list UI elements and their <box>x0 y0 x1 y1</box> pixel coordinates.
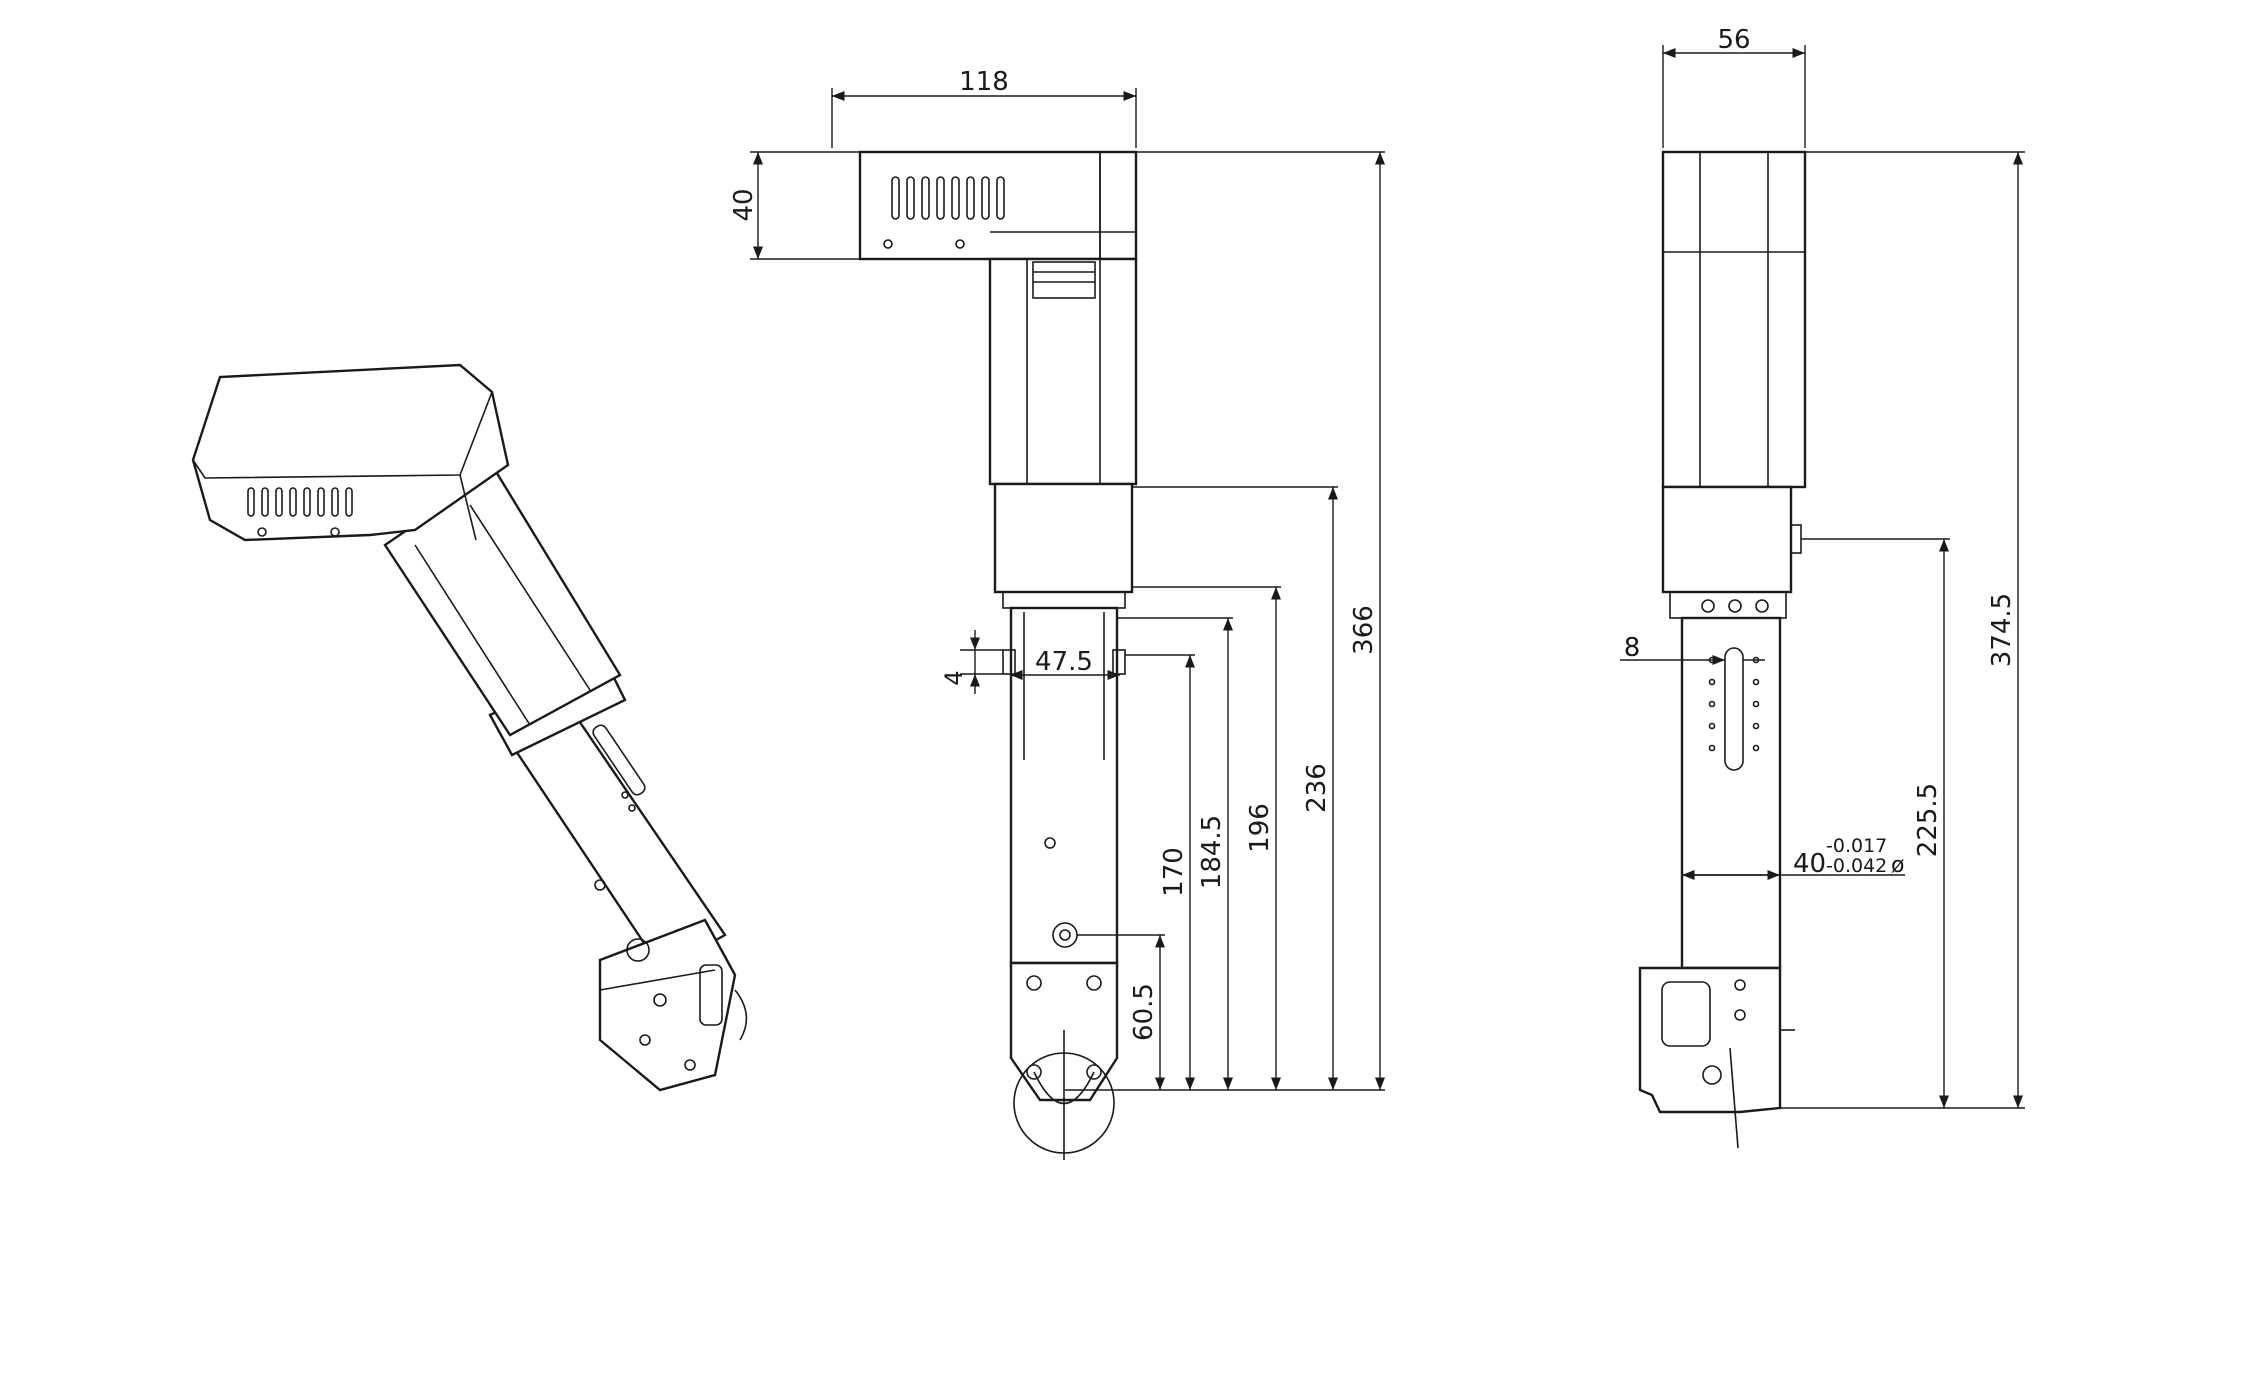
isometric-view <box>191 363 748 1092</box>
dim-diameter-tolerance: 40 -0.017 -0.042 ø <box>1793 835 1904 879</box>
dim-diameter-base: 40 <box>1793 849 1826 879</box>
dim-height-184-5: 184.5 <box>1197 815 1227 889</box>
front-housing <box>858 150 1138 261</box>
iso-vents <box>247 487 353 517</box>
dim-height-225-5: 225.5 <box>1913 783 1943 857</box>
dim-height-366: 366 <box>1349 605 1379 655</box>
dim-height-196: 196 <box>1245 803 1275 853</box>
front-gearbox <box>993 482 1134 594</box>
side-gearbox <box>1661 485 1793 594</box>
front-dimensions: 118 40 366 236 196 184.5 170 60.5 <box>729 67 1386 1091</box>
dim-height-236: 236 <box>1302 763 1332 813</box>
iso-head <box>598 918 737 1092</box>
side-view <box>1638 150 1820 1149</box>
dim-width-56: 56 <box>1717 25 1750 55</box>
front-motor <box>988 257 1138 486</box>
front-vents <box>891 176 1005 220</box>
dim-slot-8: 8 <box>1624 633 1641 663</box>
dim-height-374-5: 374.5 <box>1987 593 2017 667</box>
dim-height-60-5: 60.5 <box>1129 983 1159 1041</box>
front-tube <box>1009 606 1119 965</box>
iso-housing <box>191 363 510 542</box>
dim-width-47-5: 47.5 <box>1035 647 1093 677</box>
side-dimensions: 56 374.5 225.5 8 40 -0.017 -0.042 ø <box>1620 25 2025 1109</box>
dim-height-170: 170 <box>1159 847 1189 897</box>
front-view <box>858 150 1138 1160</box>
dim-slot-4: 4 <box>940 670 968 685</box>
dim-height-40: 40 <box>729 188 759 221</box>
dim-tol-lower: -0.042 <box>1826 855 1887 877</box>
side-motor <box>1661 150 1807 489</box>
side-tube <box>1680 616 1782 970</box>
dim-width-118: 118 <box>959 67 1009 97</box>
dim-tol-upper: -0.017 <box>1826 835 1887 857</box>
dim-diameter-symbol: ø <box>1891 853 1904 878</box>
